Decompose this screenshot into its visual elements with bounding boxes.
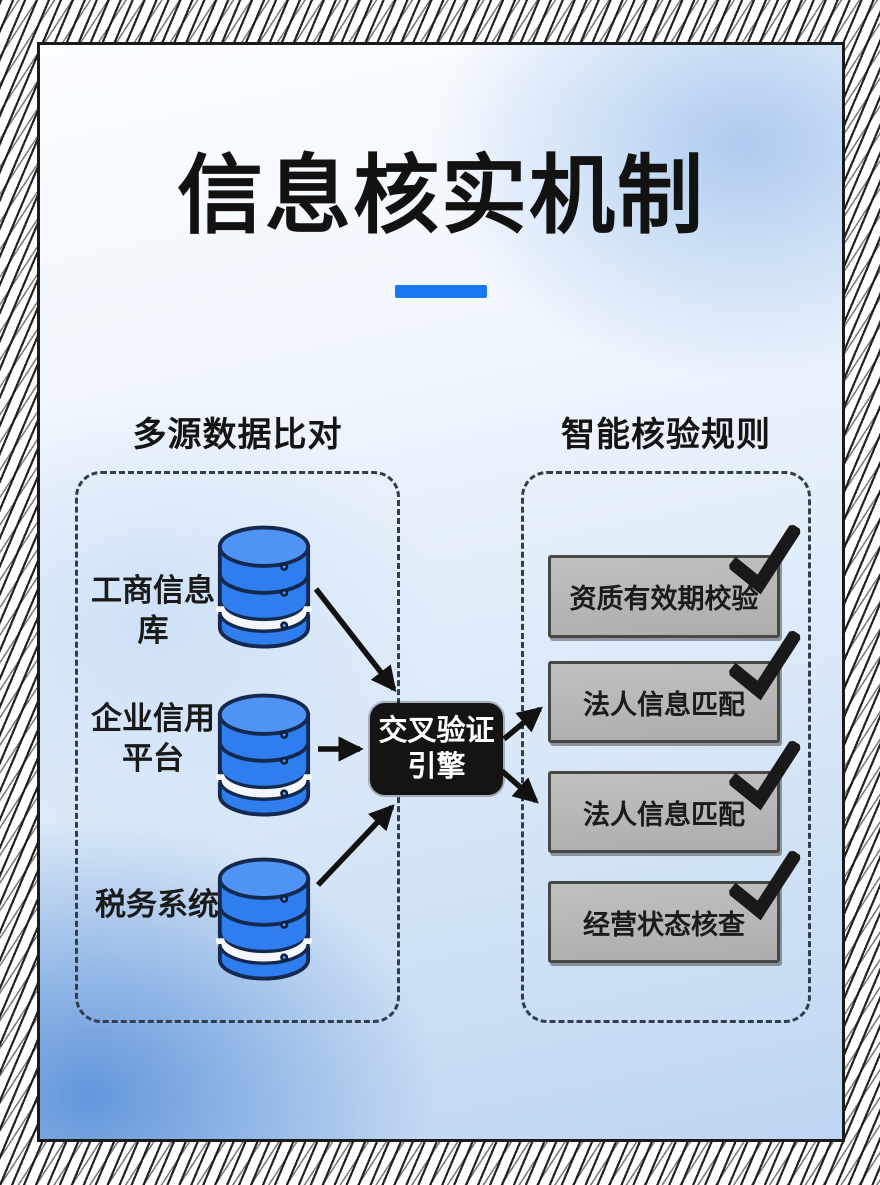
verification-rules-group [521, 471, 811, 1023]
cross-validation-engine-node: 交叉验证 引擎 [370, 703, 503, 795]
database-icon [216, 525, 312, 649]
database-icon [216, 857, 312, 981]
checkmark-icon [727, 524, 803, 595]
left-column-heading: 多源数据比对 [132, 416, 343, 454]
checkmark-icon [727, 630, 803, 701]
poster-panel: 信息核实机制 多源数据比对 智能核验规则 工商信息 库 [37, 42, 845, 1142]
checkmark-icon [727, 850, 803, 921]
source-label-enterprise-credit: 企业信用 平台 [91, 701, 215, 776]
rule-box-operating-status-check: 经营状态核查 [548, 850, 803, 963]
source-label-business-registry: 工商信息 库 [91, 573, 215, 648]
source-label-tax-system: 税务系统 [95, 887, 219, 922]
rule-box-qualification-validity: 资质有效期校验 [548, 524, 803, 638]
database-icon [216, 693, 312, 817]
checkmark-icon [727, 740, 803, 811]
rule-box-legal-person-match-2: 法人信息匹配 [548, 740, 803, 853]
page-title: 信息核实机制 [177, 148, 705, 244]
title-accent-underline [395, 285, 487, 298]
right-column-heading: 智能核验规则 [561, 416, 771, 454]
rule-box-legal-person-match-1: 法人信息匹配 [548, 630, 803, 743]
